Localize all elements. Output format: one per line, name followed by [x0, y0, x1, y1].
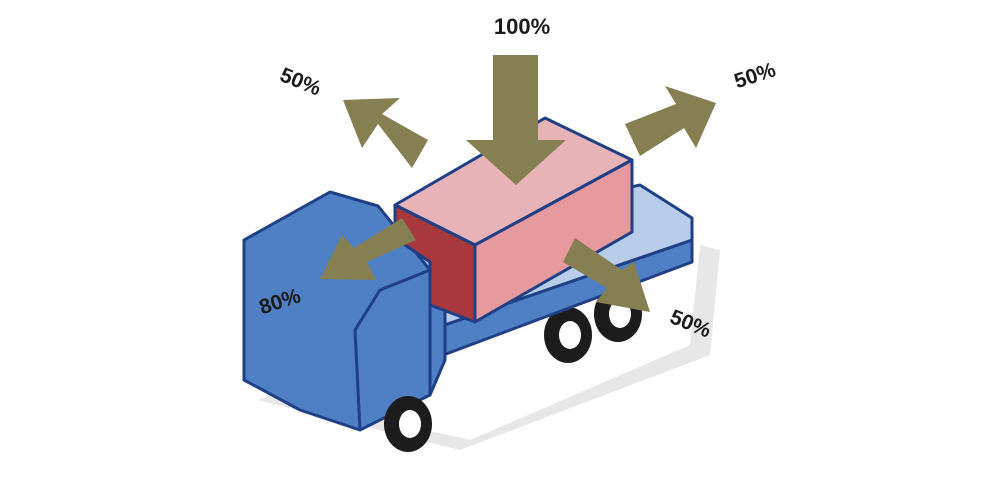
- label-top: 100%: [494, 14, 550, 39]
- rear-wheel-front: [544, 307, 592, 363]
- arrow-lower-right-icon: [563, 238, 650, 312]
- arrow-front-cab-icon: [320, 218, 416, 280]
- cab-edge-line: [353, 268, 431, 431]
- front-wheel: [384, 396, 432, 452]
- arrow-upper-left-icon: [343, 98, 428, 168]
- arrow-down-icon: [466, 55, 566, 185]
- arrow-upper-right-icon: [625, 86, 716, 156]
- label-upper-right: 50%: [731, 58, 778, 93]
- label-upper-left: 50%: [277, 63, 325, 100]
